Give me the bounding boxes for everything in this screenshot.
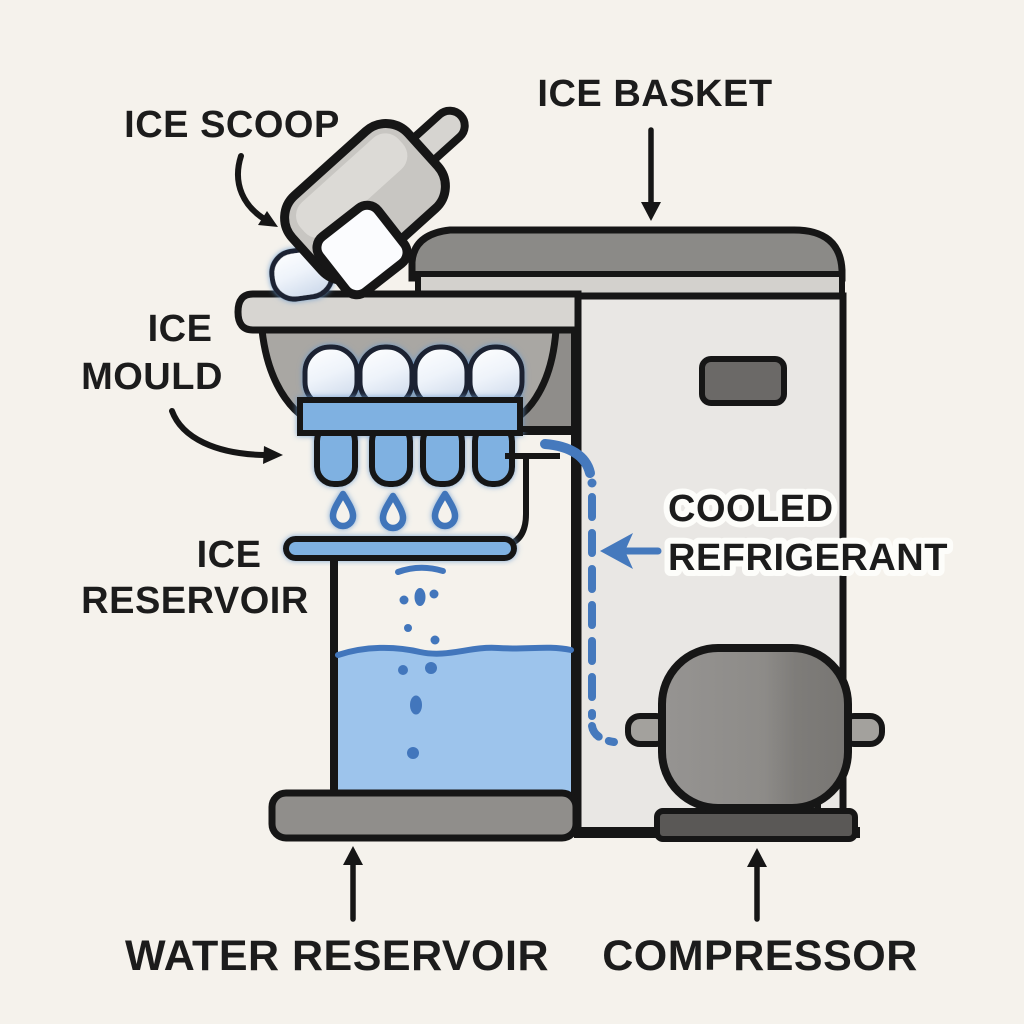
scoop-highlight [296, 133, 408, 239]
ice-mould-arrowhead-icon [263, 446, 283, 464]
falling-drop [414, 588, 426, 606]
water-bubble [430, 635, 440, 645]
label-ice-scoop: ICE SCOOP [124, 104, 340, 146]
label-ice-mould-line1: ICE [148, 308, 213, 350]
refrigerant-dash-dot [587, 478, 597, 488]
water-surface-line [335, 644, 574, 658]
ice-basket-arrowhead-icon [641, 202, 661, 221]
splash-arc [395, 564, 446, 575]
label-arrows [169, 127, 767, 922]
refrigerant-bottom-curve [588, 722, 618, 746]
water-reservoir [268, 557, 580, 842]
ice-reservoir-lid [283, 536, 517, 561]
water-bubbles [395, 564, 446, 759]
ice-basket-assembly [234, 290, 582, 549]
label-cooled-refrigerant-line1: COOLED [668, 488, 834, 530]
compressor [625, 644, 885, 842]
water-bubble [398, 665, 408, 675]
ice-mould-arrow [169, 408, 267, 458]
water-bubble [407, 747, 419, 759]
water-reservoir-arrowhead-icon [343, 846, 363, 865]
compressor-arrowhead-icon [747, 848, 767, 867]
ice-scoop-arrowhead-icon [258, 211, 278, 227]
ice-cubes-in-mould [302, 344, 525, 410]
water-droplet [379, 492, 407, 532]
labels: ICE SCOOP ICE BASKET ICE MOULD ICE RESER… [81, 73, 953, 980]
machine-top-lid [408, 226, 846, 282]
water-bubble [425, 662, 437, 674]
label-ice-mould-line2: MOULD [81, 356, 223, 398]
ice-scoop-arrow [234, 153, 269, 223]
refrigerant-pipe-curve [540, 439, 595, 478]
ice-mould [297, 397, 523, 487]
reservoir-base [268, 789, 580, 842]
refrigerant-arrow [600, 533, 662, 569]
label-water-reservoir: WATER RESERVOIR [125, 932, 549, 980]
water-droplet [431, 490, 459, 530]
melt-droplets [329, 490, 459, 532]
water-bubble [399, 595, 409, 605]
water-droplet [329, 490, 357, 530]
reservoir-water [338, 647, 571, 794]
water-bubble [410, 695, 422, 715]
ice-basket-rim [234, 290, 582, 334]
label-compressor: COMPRESSOR [602, 932, 918, 980]
water-bubble [429, 589, 439, 599]
blue-arrow-head-icon [600, 533, 633, 569]
ice-scoop [280, 106, 469, 300]
compressor-shell [658, 644, 852, 812]
water-bubble [404, 624, 412, 632]
label-ice-reservoir-line1: ICE [197, 534, 262, 576]
refrigerant-line [540, 439, 618, 746]
mould-tray [297, 397, 523, 436]
compressor-base [654, 808, 858, 842]
ice-cube-in-scoop [312, 200, 412, 300]
label-ice-reservoir-line2: RESERVOIR [81, 580, 309, 622]
label-ice-basket: ICE BASKET [537, 73, 772, 115]
machine-vent [699, 356, 787, 406]
label-cooled-refrigerant-line2: REFRIGERANT [668, 537, 948, 579]
